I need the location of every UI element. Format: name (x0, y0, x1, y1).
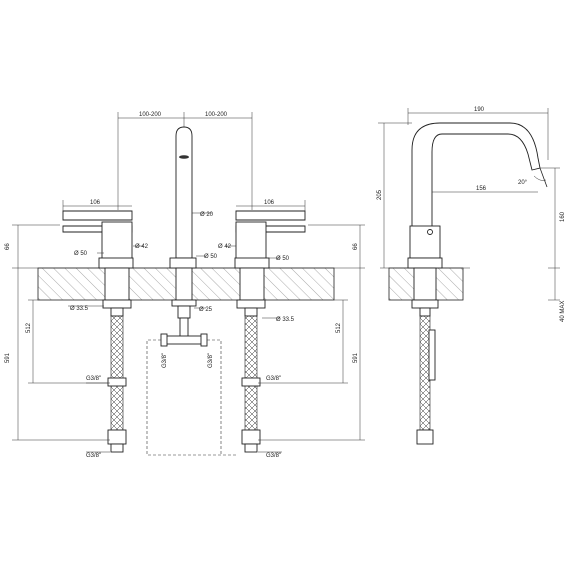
dim-thread-left-mid: G3/8" (86, 376, 101, 382)
dim-height-right: 66 (353, 243, 359, 250)
dim-angle: 20° (518, 180, 528, 186)
dim-hose-len-right: 591 (353, 352, 359, 363)
left-handle (62, 210, 134, 453)
front-dimension-lines (12, 112, 365, 453)
center-spout (146, 126, 236, 456)
side-view: 190 156 20° 205 160 40 MAX (377, 107, 566, 445)
dim-base-dia-left: Ø 50 (74, 251, 88, 257)
dim-conn-len-right: 512 (336, 322, 342, 333)
dim-thread-left-end: G3/8" (86, 453, 101, 459)
dim-spout-reach: 156 (476, 186, 487, 192)
dim-handle-dia-right: Ø 42 (218, 244, 232, 250)
side-dimension-lines (378, 108, 560, 301)
dim-reach: 190 (474, 107, 485, 113)
dim-thread-tee-right: G3/8" (208, 353, 214, 368)
dim-height-left: 66 (5, 243, 11, 250)
dim-shank-dia-left: Ø 33.5 (70, 306, 89, 312)
dim-shank-dia-center: Ø 25 (199, 307, 213, 313)
spout-body (411, 122, 541, 231)
dim-thread-right-mid: G3/8" (266, 376, 281, 382)
right-handle (234, 210, 306, 453)
front-view: 100-200 100-200 106 106 Ø 20 Ø 42 Ø 42 Ø… (5, 112, 365, 459)
dim-shank-dia-right: Ø 33.5 (276, 317, 295, 323)
dim-lever-left: 106 (90, 200, 101, 206)
dim-lever-right: 106 (264, 200, 275, 206)
dim-spread-left: 100-200 (139, 112, 162, 118)
dim-spread-right: 100-200 (205, 112, 228, 118)
dim-hose-len-left: 591 (5, 352, 11, 363)
dim-deck-max: 40 MAX (560, 301, 566, 322)
dim-spout-dia: Ø 20 (200, 212, 214, 218)
dim-handle-dia-left: Ø 42 (135, 244, 149, 250)
dim-conn-len-left: 512 (26, 322, 32, 333)
dim-thread-right-end: G3/8" (266, 453, 281, 459)
dim-spout-height: 160 (560, 211, 566, 222)
dim-base-dia-right: Ø 50 (276, 256, 290, 262)
dim-base-dia-center: Ø 50 (204, 254, 218, 260)
dim-total-height: 205 (377, 189, 383, 200)
dim-thread-tee-left: G3/8" (162, 353, 168, 368)
